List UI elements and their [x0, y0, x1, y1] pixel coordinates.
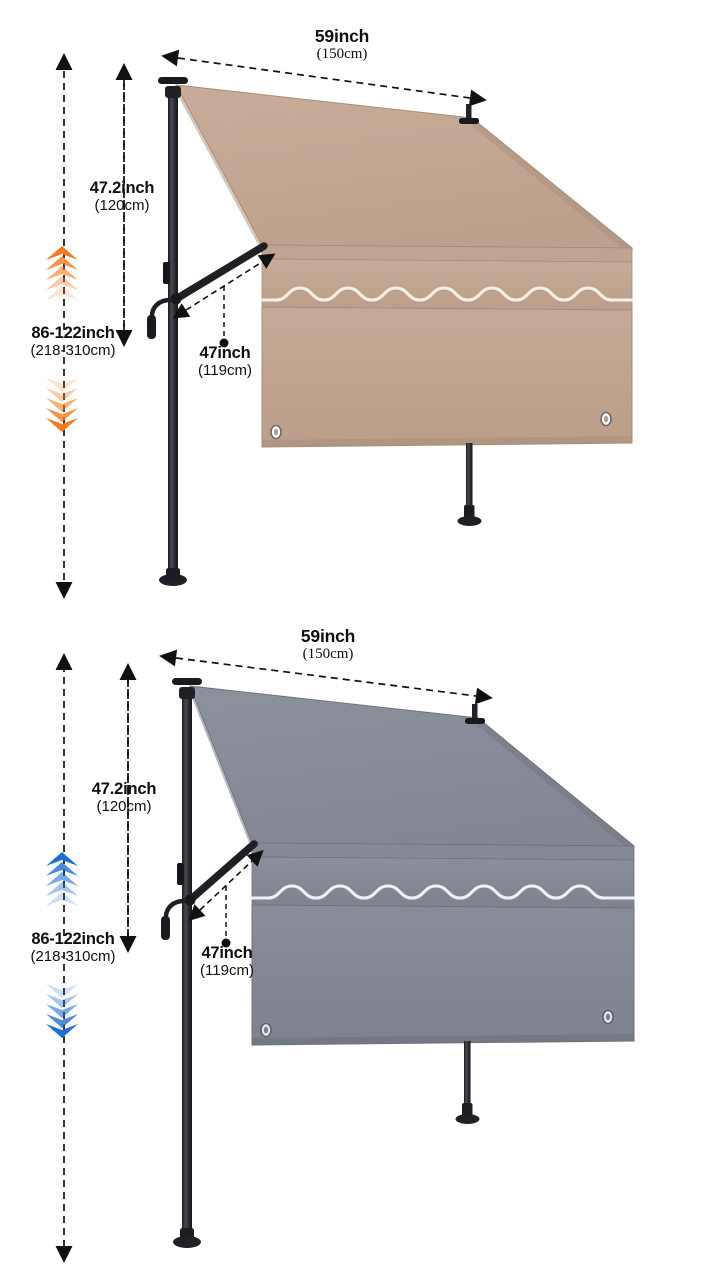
- width-label: 59inch (150cm): [262, 26, 422, 62]
- projection-label: 47inch (119cm): [170, 945, 284, 978]
- width-inch-text: 59inch: [314, 26, 370, 46]
- projection-inch-text: 47inch: [199, 344, 251, 362]
- height-cm-text: (120cm): [96, 797, 152, 815]
- pole-foot-icon: [455, 1114, 480, 1124]
- crank-handle-icon: [147, 315, 156, 339]
- width-inch-text: 59inch: [300, 626, 356, 646]
- grommet-icon: [602, 1009, 614, 1025]
- height-label: 47.2inch (120cm): [62, 180, 182, 213]
- projection-dimension-line: [172, 253, 276, 348]
- width-dimension-line: [161, 49, 487, 107]
- projection-cm-text: (119cm): [200, 961, 254, 979]
- height-inch-text: 47.2inch: [89, 179, 155, 197]
- pole-cap-icon: [172, 678, 202, 685]
- gray-canopy: [189, 685, 636, 854]
- grommet-icon: [270, 424, 282, 440]
- grommet-icon: [260, 1022, 272, 1038]
- gray-support-arm: [161, 840, 258, 940]
- beige-drop-screen: [261, 306, 633, 448]
- gray-left-pole: [172, 678, 202, 1248]
- crank-handle-icon: [161, 916, 170, 940]
- pole-foot-icon: [457, 516, 482, 526]
- chevron-up-icon: [46, 246, 78, 300]
- beige-left-pole: [158, 77, 188, 586]
- awning-panel-beige: 59inch (150cm) 47.2inch (120cm) 86-122in…: [0, 0, 711, 610]
- gray-right-pole: [455, 1041, 480, 1124]
- width-label: 59inch (150cm): [248, 626, 408, 662]
- beige-illustration: [0, 0, 711, 610]
- awning-panel-gray: 59inch (150cm) 47.2inch (120cm) 86-122in…: [0, 618, 711, 1263]
- chevron-down-icon: [46, 984, 78, 1038]
- pole-cap-icon: [158, 77, 188, 84]
- range-inch-text: 86-122inch: [31, 324, 115, 342]
- projection-dimension-line: [188, 850, 264, 948]
- range-cm-text: (218-310cm): [30, 947, 116, 965]
- chevron-up-icon: [46, 852, 78, 906]
- height-cm-text: (120cm): [94, 196, 150, 214]
- gray-illustration: [0, 618, 711, 1263]
- projection-label: 47inch (119cm): [168, 345, 282, 378]
- beige-valance: [260, 258, 634, 311]
- projection-inch-text: 47inch: [201, 944, 253, 962]
- width-cm-text: (150cm): [316, 45, 368, 62]
- pole-foot-icon: [173, 1236, 201, 1248]
- projection-cm-text: (119cm): [198, 361, 252, 379]
- width-dimension-line: [159, 649, 493, 705]
- grommet-icon: [600, 411, 612, 427]
- gray-valance: [250, 856, 636, 909]
- gray-drop-screen: [251, 904, 635, 1046]
- range-label: 86-122inch (218-310cm): [0, 931, 146, 964]
- beige-support-arm: [147, 242, 268, 339]
- gray-top-right-mount: [465, 704, 485, 724]
- range-label: 86-122inch (218-310cm): [0, 325, 146, 358]
- chevron-down-icon: [46, 378, 78, 432]
- range-inch-text: 86-122inch: [31, 930, 115, 948]
- beige-canopy: [175, 84, 634, 256]
- range-cm-text: (218-310cm): [30, 341, 116, 359]
- height-inch-text: 47.2inch: [91, 780, 157, 798]
- width-cm-text: (150cm): [302, 645, 354, 662]
- height-label: 47.2inch (120cm): [62, 781, 186, 814]
- beige-top-right-mount: [459, 104, 479, 124]
- beige-right-pole: [457, 443, 482, 526]
